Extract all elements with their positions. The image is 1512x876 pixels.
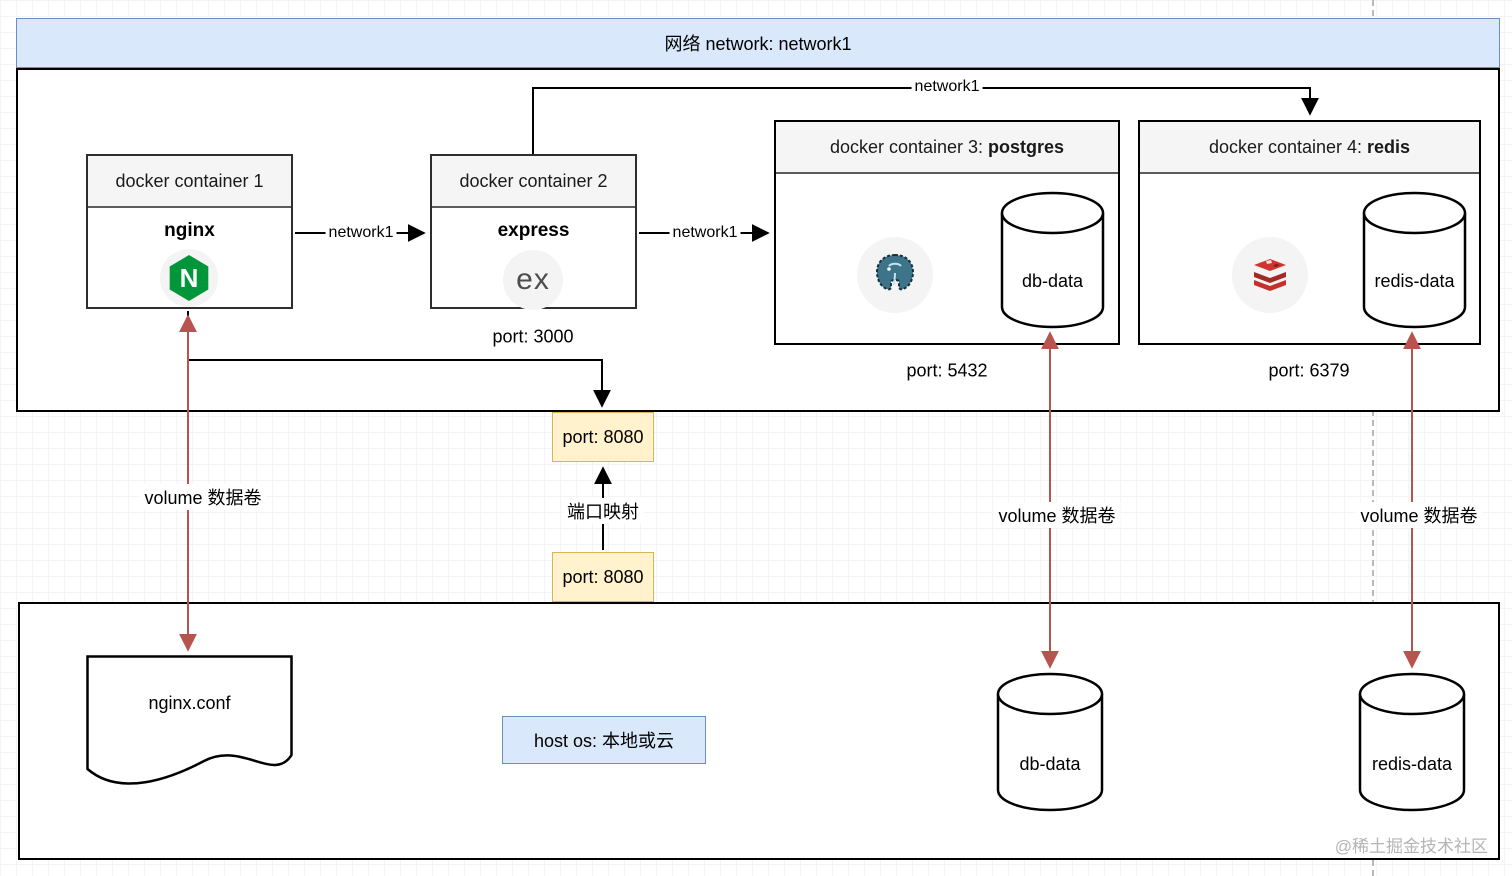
host-os-label: host os: 本地或云 xyxy=(533,731,675,751)
redis-data-label: redis-data xyxy=(1374,271,1455,291)
container-4-title: docker container 4: redis xyxy=(1208,136,1411,157)
page-boundary-dashed-line xyxy=(1372,0,1374,876)
container-2-header: docker container 2 xyxy=(432,156,635,208)
redis-data-volume-cylinder: redis-data xyxy=(1362,191,1467,329)
host-redis-data-label: redis-data xyxy=(1371,754,1453,774)
network-banner-label: 网络 network: network1 xyxy=(664,34,852,54)
container-4-body: redis-data xyxy=(1140,174,1479,343)
host-db-data-cylinder: db-data xyxy=(996,672,1104,813)
host-port-box-top: port: 8080 xyxy=(552,412,654,462)
volume-label-db: volume 数据卷 xyxy=(993,502,1121,528)
port-6379-label: port: 6379 xyxy=(1263,360,1355,382)
container-1-title: docker container 1 xyxy=(115,170,264,191)
container-3-postgres: docker container 3: postgres db-data xyxy=(774,120,1120,345)
db-data-volume-cylinder: db-data xyxy=(1000,191,1105,329)
container-3-body: db-data xyxy=(776,174,1118,343)
nginx-conf-label: nginx.conf xyxy=(148,693,231,713)
host-port-box-bottom: port: 8080 xyxy=(552,552,654,602)
nginx-conf-document: nginx.conf xyxy=(86,655,293,795)
db-data-label: db-data xyxy=(1021,271,1084,291)
host-os-box: host os: 本地或云 xyxy=(502,716,706,764)
redis-icon xyxy=(1232,237,1308,313)
port-mapping-label: 端口映射 xyxy=(562,498,644,524)
port-5432-label: port: 5432 xyxy=(901,360,993,382)
host-db-data-label: db-data xyxy=(1019,754,1081,774)
container-1-header: docker container 1 xyxy=(88,156,291,208)
host-port-bottom-label: port: 8080 xyxy=(562,566,644,587)
network1-label-express-postgres: network1 xyxy=(669,224,741,242)
container-1-nginx: docker container 1 nginx N xyxy=(86,154,293,309)
container-1-body: nginx N xyxy=(88,208,291,307)
nginx-icon: N xyxy=(160,249,218,307)
redis-glyph xyxy=(1254,259,1286,291)
container-4-redis: docker container 4: redis redis-data xyxy=(1138,120,1481,345)
port-3000-label: port: 3000 xyxy=(487,326,579,348)
nginx-icon-letter: N xyxy=(179,262,199,293)
container-3-header: docker container 3: postgres xyxy=(776,122,1118,174)
container-1-app-name: nginx xyxy=(164,220,215,241)
container-2-body: express ex xyxy=(432,208,635,310)
volume-label-redis: volume 数据卷 xyxy=(1355,502,1483,528)
network1-label-express-redis: network1 xyxy=(911,78,983,96)
watermark: @稀土掘金技术社区 xyxy=(1334,837,1488,856)
host-redis-data-cylinder: redis-data xyxy=(1358,672,1466,813)
postgres-icon xyxy=(857,237,933,313)
container-2-title: docker container 2 xyxy=(459,170,608,191)
container-2-app-name: express xyxy=(497,220,570,241)
container-4-header: docker container 4: redis xyxy=(1140,122,1479,174)
volume-label-nginx: volume 数据卷 xyxy=(139,484,267,510)
host-port-top-label: port: 8080 xyxy=(562,426,644,447)
express-icon: ex xyxy=(503,250,563,310)
postgres-elephant-glyph xyxy=(875,253,915,291)
express-icon-letters: ex xyxy=(516,263,550,296)
network-banner: 网络 network: network1 xyxy=(16,18,1500,68)
container-2-express: docker container 2 express ex xyxy=(430,154,637,310)
container-3-title: docker container 3: postgres xyxy=(829,136,1065,157)
network1-label-nginx-express: network1 xyxy=(325,224,397,242)
